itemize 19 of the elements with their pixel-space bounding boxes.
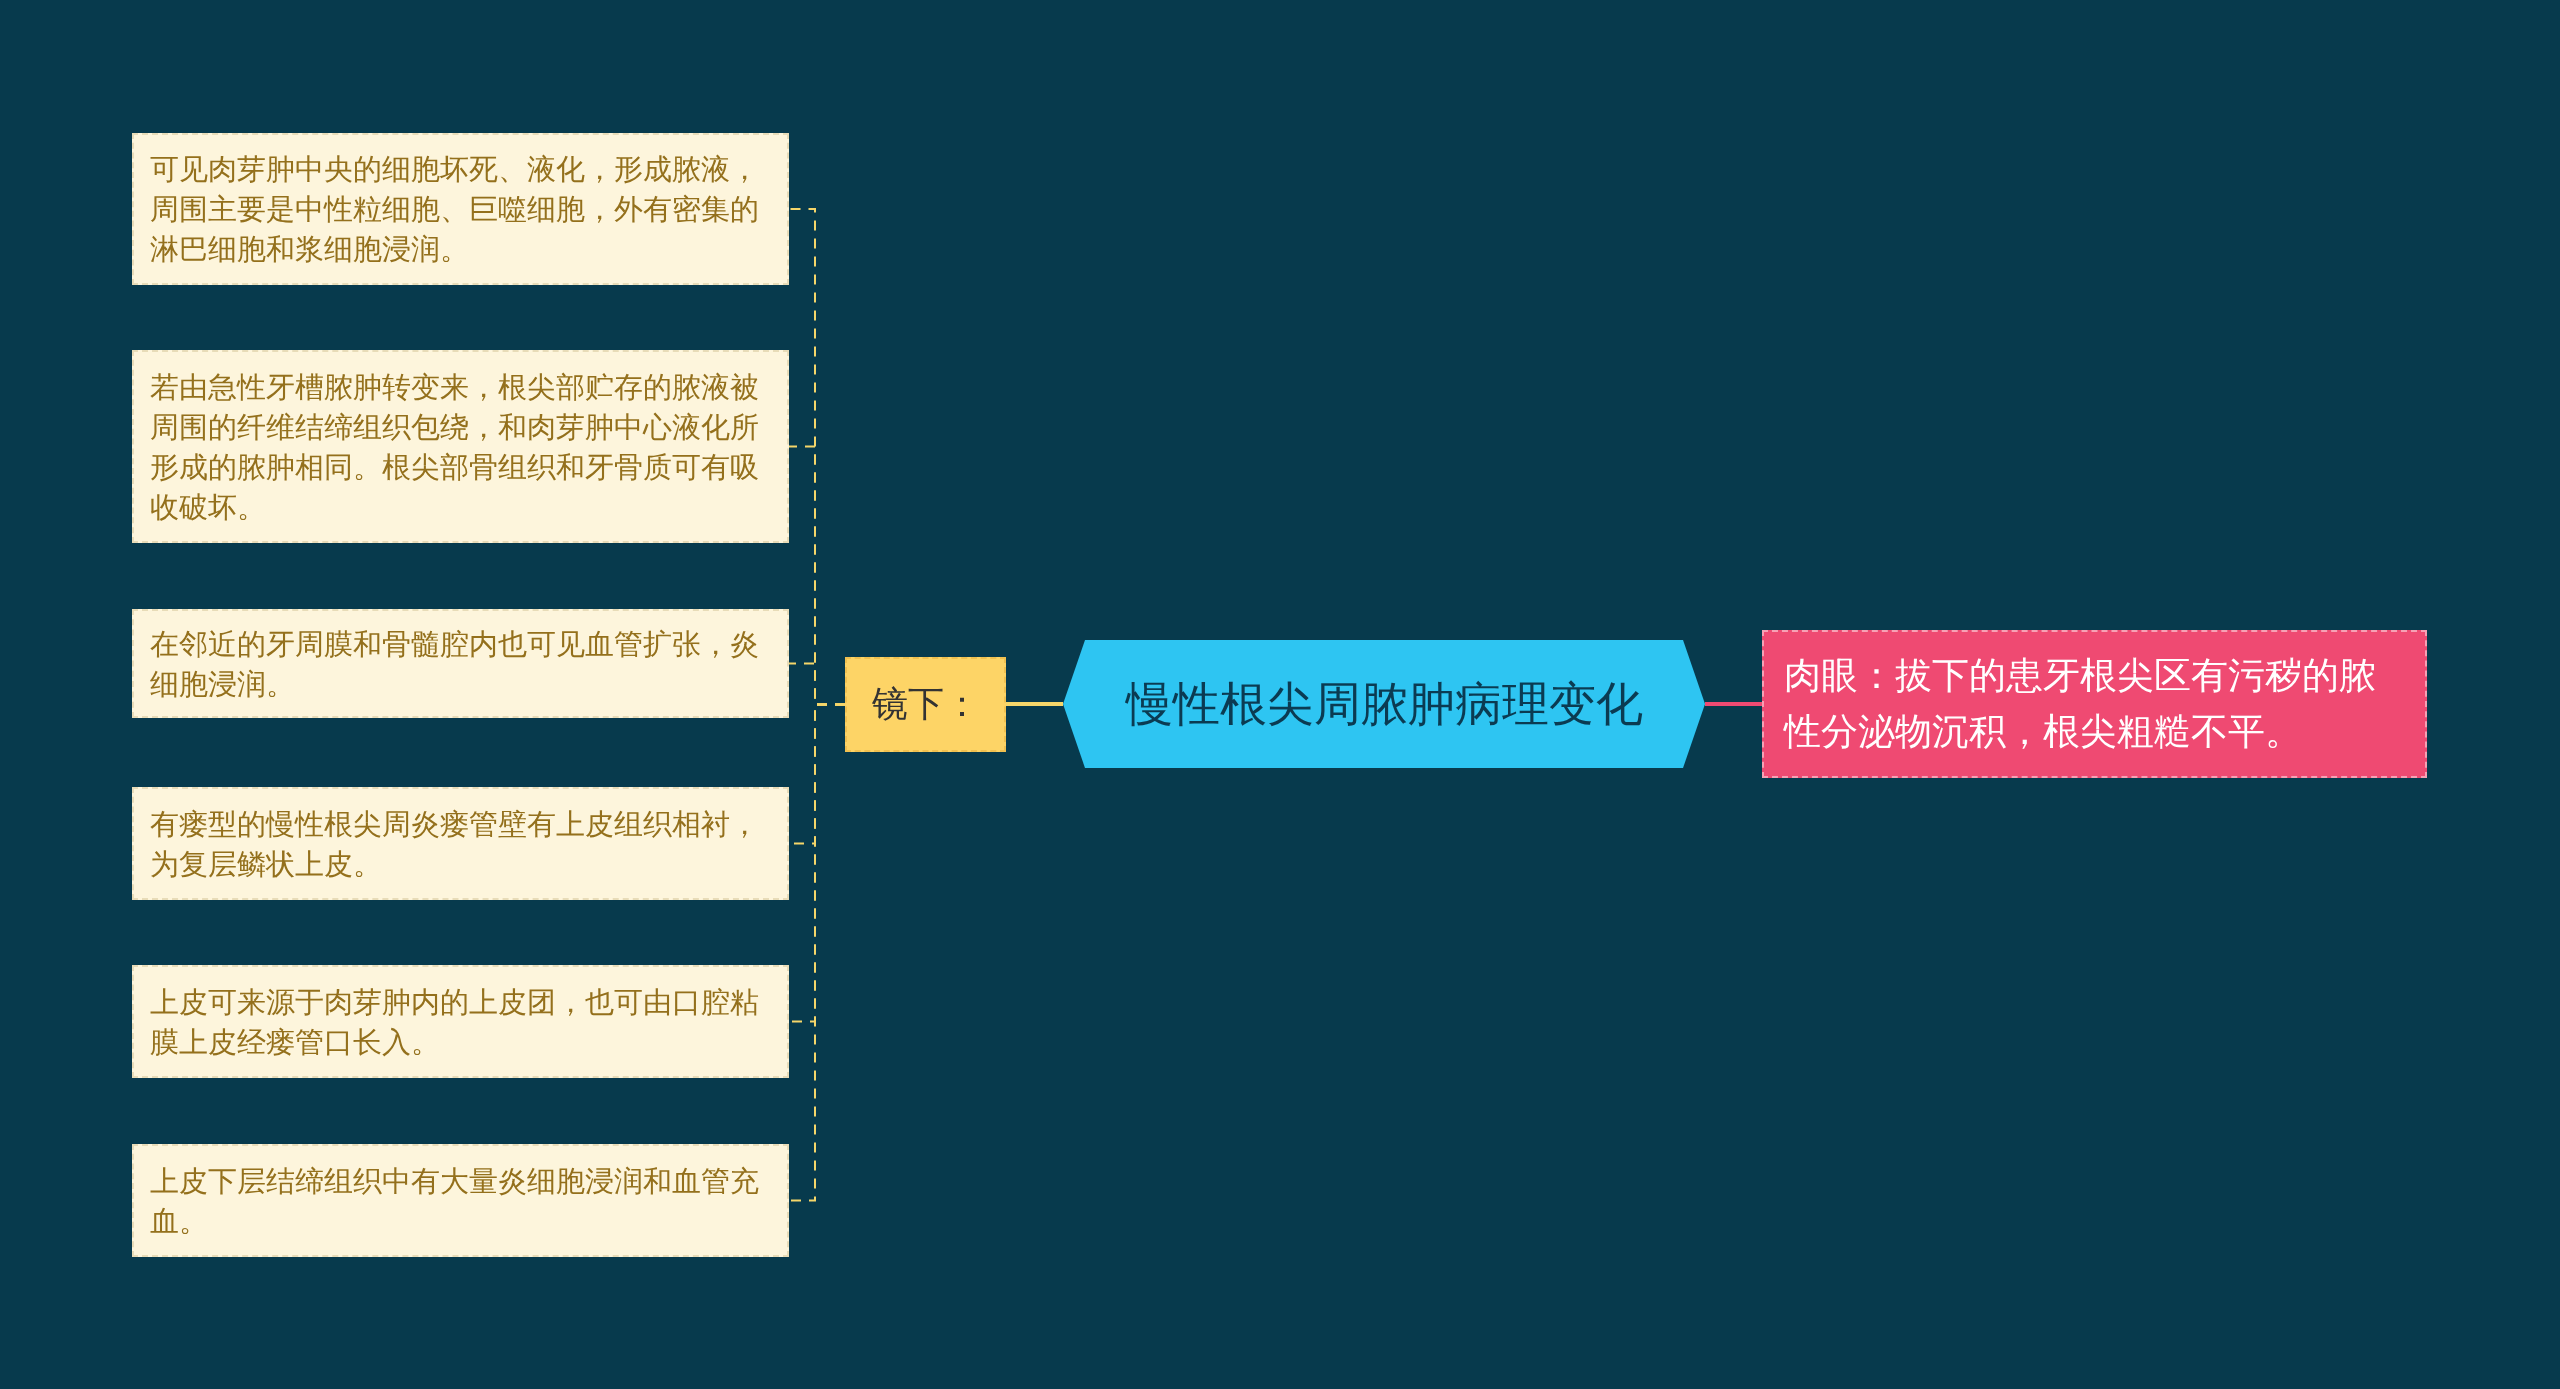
detail-box bbox=[1762, 630, 2427, 778]
detail-text: 肉眼：拔下的患牙根尖区有污秽的脓性分泌物沉积，根尖粗糙不平。 bbox=[1784, 653, 2377, 755]
connector-line bbox=[1006, 702, 1063, 706]
note-text: 上皮可来源于肉芽肿内的上皮团，也可由口腔粘膜上皮经瘘管口长入。 bbox=[150, 983, 760, 1061]
connector-line bbox=[1705, 702, 1762, 706]
note-box bbox=[132, 1144, 789, 1257]
topic-title: 慢性根尖周脓肿病理变化 bbox=[1125, 674, 1643, 733]
branch-box bbox=[845, 657, 1006, 752]
note-text: 可见肉芽肿中央的细胞坏死、液化，形成脓液，周围主要是中性粒细胞、巨噬细胞，外有密集的淋巴细胞和浆细胞浸润。 bbox=[150, 151, 760, 268]
note-text: 有瘘型的慢性根尖周炎瘘管壁有上皮组织相衬，为复层鳞状上皮。 bbox=[150, 805, 760, 883]
note-box bbox=[132, 965, 789, 1078]
note-box bbox=[132, 609, 789, 718]
note-text: 若由急性牙槽脓肿转变来，根尖部贮存的脓液被周围的纤维结缔组织包绕，和肉芽肿中心液化所形成的脓肿相同。根尖部骨组织和牙骨质可有吸收破坏。 bbox=[150, 368, 760, 526]
note-box bbox=[132, 133, 789, 285]
note-box bbox=[132, 350, 789, 543]
note-box bbox=[132, 787, 789, 900]
note-text: 在邻近的牙周膜和骨髓腔内也可见血管扩张，炎细胞浸润。 bbox=[150, 625, 760, 703]
note-text: 上皮下层结缔组织中有大量炎细胞浸润和血管充血。 bbox=[150, 1162, 760, 1240]
branch-label: 镜下： bbox=[871, 682, 980, 726]
